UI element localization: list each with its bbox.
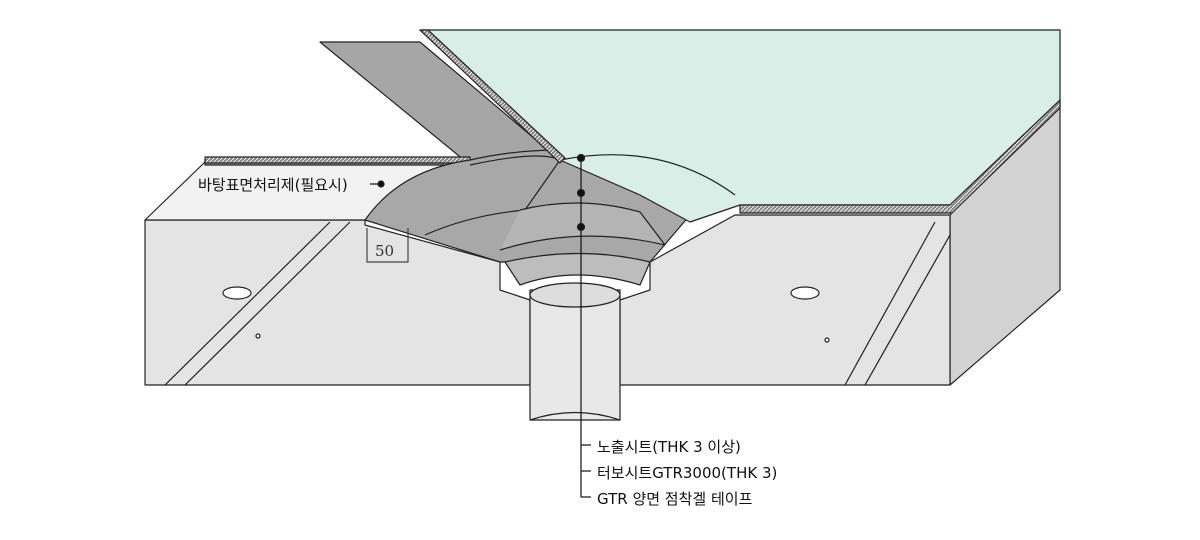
sheet-edge-hatch <box>204 156 471 164</box>
leader-dot-top <box>576 153 586 163</box>
label-exposed-sheet: 노출시트(THK 3 이상) <box>597 438 741 456</box>
drain-pipe <box>529 289 621 421</box>
dimension-bracket <box>366 228 409 263</box>
anchor-right <box>790 286 820 300</box>
slab-line <box>844 221 936 386</box>
anchor-left <box>222 286 252 300</box>
drain-bowl-ring3 <box>504 252 651 286</box>
block-front-face-left <box>144 219 531 386</box>
slab-line <box>864 234 951 386</box>
slab-line <box>164 221 331 386</box>
leader-dot-bottom <box>576 222 586 232</box>
green-edge-front <box>739 99 1061 214</box>
pipe-bottom-edge <box>529 411 621 421</box>
anchor-hole-right <box>824 337 830 343</box>
label-turbo-sheet: 터보시트GTR3000(THK 3) <box>597 464 778 482</box>
label-adhesive-tape: GTR 양면 점착겔 테이프 <box>597 490 753 508</box>
slab-line <box>184 221 351 386</box>
green-edge-left <box>419 29 566 164</box>
pipe-mouth <box>529 282 621 308</box>
block-front-face-right <box>619 214 951 386</box>
primer-leader-dot <box>377 180 385 188</box>
anchor-hole-left <box>255 333 261 339</box>
leader-dot-mid <box>576 188 586 198</box>
label-primer: 바탕표면처리제(필요시) <box>198 176 348 194</box>
label-dimension: 50 <box>375 242 395 260</box>
